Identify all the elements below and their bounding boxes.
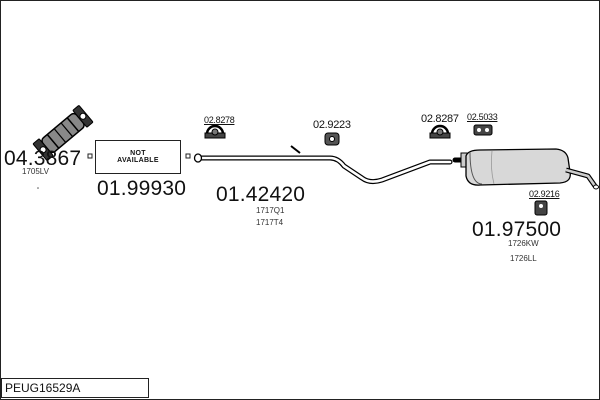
rubber-mount-3-label: 02.9216 <box>529 189 560 199</box>
rear-silencer-oem-code-1: 1726KW <box>508 239 539 248</box>
rear-silencer-drawing <box>452 148 599 190</box>
middle-pipe-part-number: 01.42420 <box>216 183 306 206</box>
clamp-icon <box>429 124 451 139</box>
clamp-icon <box>204 124 226 139</box>
not-available-box: NOT AVAILABLE <box>95 140 181 174</box>
rear-silencer-oem-code-2: 1726LL <box>510 254 537 263</box>
middle-pipe-oem-code-1: 1717Q1 <box>256 206 285 215</box>
model-code-box: PEUG16529A <box>1 378 149 398</box>
catalyst-drawing <box>32 105 94 161</box>
rubber-mount-1-label: 02.9223 <box>313 119 351 131</box>
rubber-mount-icon <box>324 132 340 146</box>
rubber-mount-icon <box>473 124 493 136</box>
clamp-2-label: 02.8287 <box>421 113 459 125</box>
catalyst-part-number: 04.3867 <box>4 147 82 170</box>
catalyst-oem-code: 1705LV <box>22 167 49 176</box>
middle-pipe-drawing <box>193 145 453 185</box>
middle-pipe-oem-code-2: 1717T4 <box>256 218 284 227</box>
clamp-1-label: 02.8278 <box>204 115 235 125</box>
front-section-part-number: 01.99930 <box>97 177 187 200</box>
not-available-line2: AVAILABLE <box>117 157 159 164</box>
rubber-mount-2-label: 02.5033 <box>467 112 498 122</box>
not-available-line1: NOT <box>130 150 146 157</box>
rubber-mount-icon <box>534 200 548 216</box>
model-code: PEUG16529A <box>5 381 81 395</box>
rear-silencer-part-number: 01.97500 <box>472 218 562 241</box>
